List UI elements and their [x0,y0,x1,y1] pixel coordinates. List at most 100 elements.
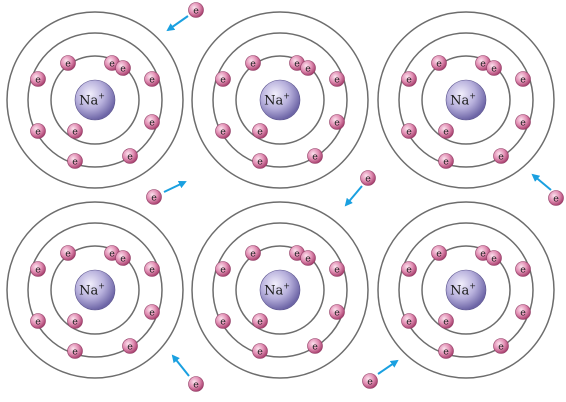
electron-label: e [250,58,256,69]
electron: e [431,245,447,261]
motion-arrow [163,180,187,193]
electron: e [67,343,83,359]
electron-label: e [480,58,486,69]
electron: e [252,343,268,359]
electron: e [307,148,323,164]
sodium-ion-nucleus: Na+ [445,269,487,311]
outer-shell [6,201,184,379]
electron: e [486,60,502,76]
electron-label: e [35,316,41,327]
outer-shell [377,201,555,379]
motion-arrow [344,185,363,207]
electron: e [144,71,160,87]
electron: e [515,71,531,87]
middle-shell [27,32,163,168]
electron: e [122,338,138,354]
electron-label: e [334,74,340,85]
electron: e [30,71,46,87]
electron-label: e [109,248,115,259]
nucleus-symbol: Na [450,94,469,109]
middle-shell [27,222,163,358]
electron-label: e [250,248,256,259]
electron-label: e [72,126,78,137]
electron-label: e [436,248,442,259]
electron: e [438,123,454,139]
nucleus-symbol: Na [450,284,469,299]
nucleus-label: Na+ [79,282,105,299]
electron: e [144,114,160,130]
electron-label: e [193,379,199,390]
electron: e [252,153,268,169]
electron-label: e [312,151,318,162]
electron: e [401,71,417,87]
electron: e [215,313,231,329]
electron: e [329,304,345,320]
electron: e [300,60,316,76]
electron: e [115,250,131,266]
electron-label: e [127,341,133,352]
electron-label: e [257,316,263,327]
electron-label: e [151,192,157,203]
electron: e [122,148,138,164]
electron: e [215,123,231,139]
middle-shell [398,32,534,168]
electron-label: e [312,341,318,352]
electron: e [493,338,509,354]
motion-arrow [171,354,190,377]
electron: e [438,153,454,169]
sodium-ion-nucleus: Na+ [74,269,116,311]
electron: e [329,261,345,277]
electron-label: e [220,126,226,137]
electron-label: e [491,63,497,74]
electron-label: e [334,264,340,275]
inner-shell [50,245,140,335]
electron-label: e [120,253,126,264]
electron-label: e [553,193,559,204]
electron-label: e [220,316,226,327]
electron: e [307,338,323,354]
electron-label: e [305,63,311,74]
nucleus-symbol: Na [264,94,283,109]
sodium-ion-nucleus: Na+ [259,269,301,311]
electron: e [438,343,454,359]
electron-label: e [220,264,226,275]
outer-shell [191,11,369,189]
electron-label: e [72,316,78,327]
electron-label: e [149,264,155,275]
electron-label: e [257,126,263,137]
electron: e [30,313,46,329]
outer-shell [191,201,369,379]
middle-shell [212,222,348,358]
free-electron: e [171,354,204,392]
electron-label: e [406,316,412,327]
nucleus-symbol: Na [79,284,98,299]
electron: e [300,250,316,266]
electron: e [188,376,204,392]
nucleus-charge: + [283,92,290,101]
electron-label: e [149,74,155,85]
electron: e [67,313,83,329]
electron-label: e [149,117,155,128]
electron: e [144,304,160,320]
free-electron: e [531,173,564,206]
electron-label: e [294,58,300,69]
outer-shell [377,11,555,189]
electron: e [67,153,83,169]
electron-label: e [365,173,371,184]
electron-label: e [257,156,263,167]
electron: e [30,123,46,139]
electron-label: e [294,248,300,259]
electron-label: e [520,264,526,275]
free-electron: e [166,2,204,32]
electron-label: e [520,117,526,128]
electron-label: e [443,156,449,167]
nucleus-symbol: Na [79,94,98,109]
nucleus-label: Na+ [264,92,290,109]
electron-label: e [367,376,373,387]
nucleus-label: Na+ [79,92,105,109]
electron-label: e [520,74,526,85]
electron: e [362,373,378,389]
